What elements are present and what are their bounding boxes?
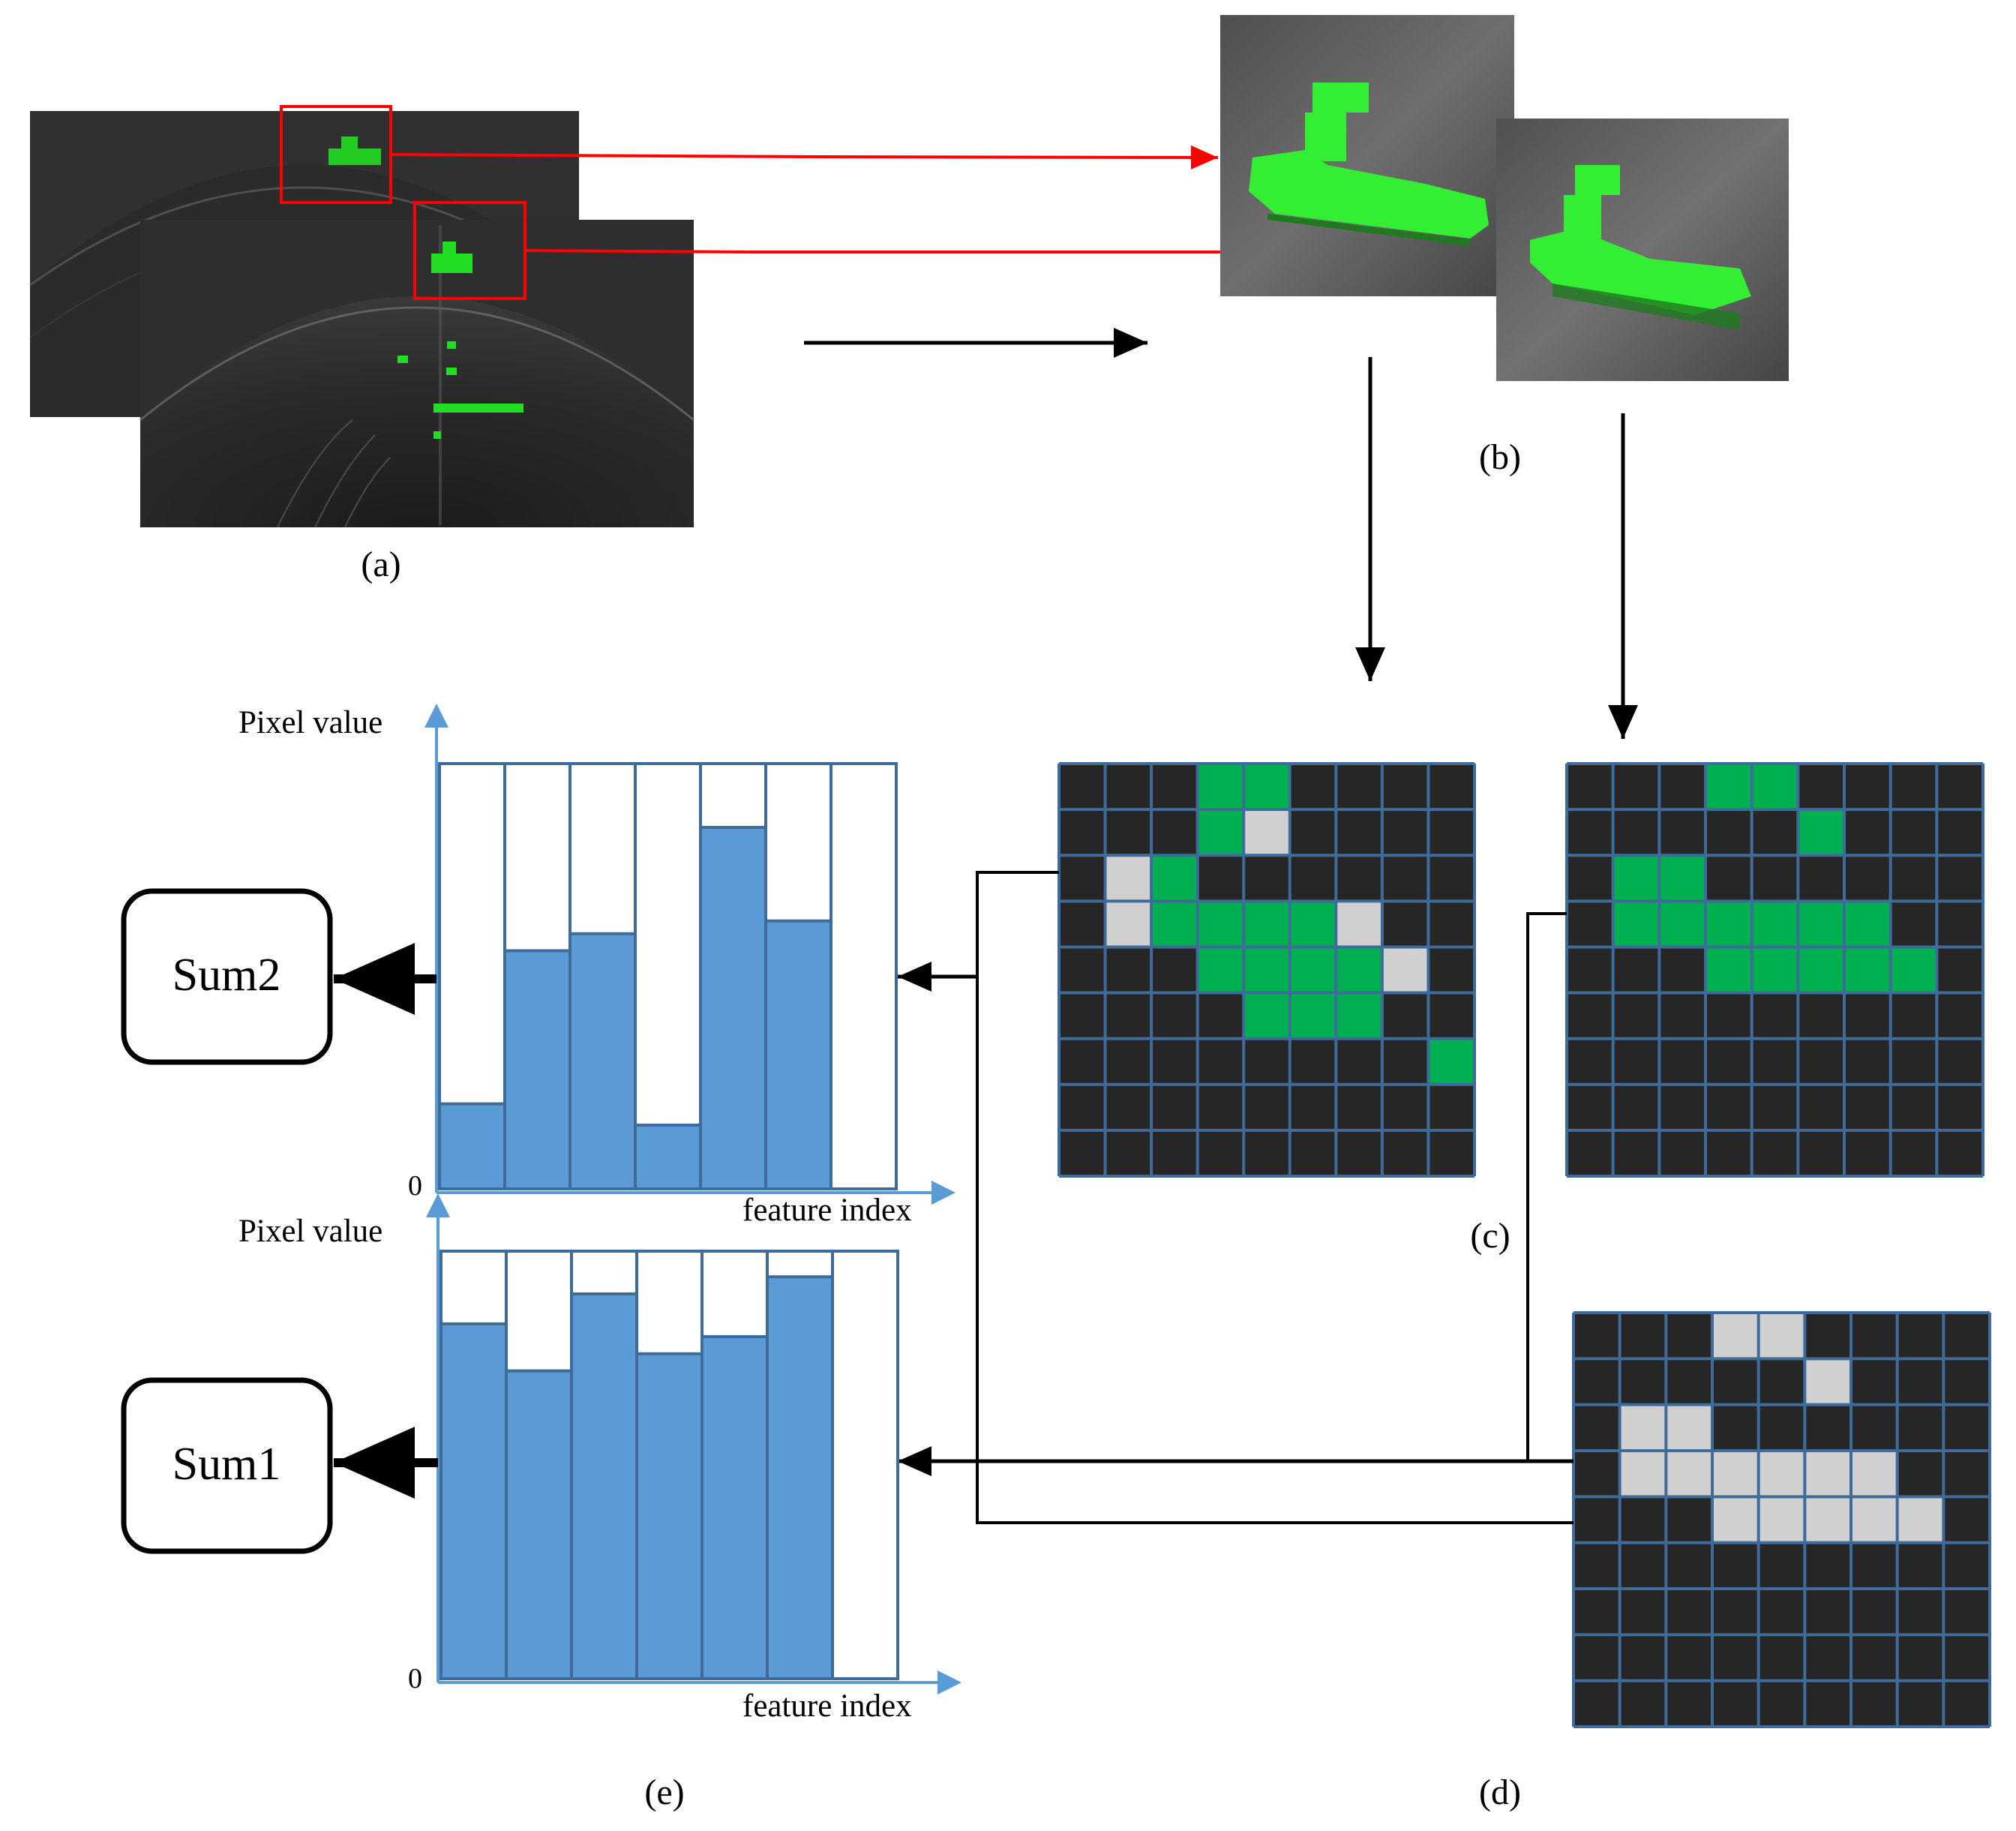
feature-cell <box>1151 901 1198 947</box>
histogram-bottom: Pixel value feature index 0 ... Sum1 <box>121 1193 962 1724</box>
gray-cell <box>1712 1313 1759 1359</box>
bar <box>505 1369 573 1680</box>
feature-cell <box>1244 764 1290 810</box>
feature-cell <box>1659 855 1706 902</box>
feature-cell <box>1844 947 1891 993</box>
connector-c2-to-d <box>1526 912 1567 1461</box>
feature-cell <box>1244 901 1290 947</box>
feature-cell <box>1197 947 1244 993</box>
gray-cell <box>1619 1404 1666 1451</box>
feature-cell <box>1751 947 1798 993</box>
feature-cell <box>1798 947 1844 993</box>
bar-slot <box>634 762 702 1190</box>
caption-c: (c) <box>1470 1216 1510 1256</box>
feature-grid-c1 <box>1058 762 1476 1178</box>
gray-cell <box>1105 855 1152 902</box>
bar <box>634 1123 702 1190</box>
bar-slot <box>830 762 898 1190</box>
sum-label: Sum2 <box>172 950 281 1001</box>
feature-cell <box>1197 809 1244 856</box>
bar <box>699 826 767 1191</box>
histogram-top: Pixel value feature index 0 ... Sum2 <box>121 704 956 1228</box>
feature-cell <box>1798 901 1844 947</box>
crop-image-front <box>1496 119 1789 381</box>
bar <box>635 1352 704 1681</box>
crop-image-back <box>1220 15 1514 296</box>
y-axis-label: Pixel value <box>238 705 382 740</box>
gray-cell <box>1758 1313 1805 1359</box>
feature-cell <box>1336 947 1382 993</box>
feature-cell <box>1798 809 1844 856</box>
bar <box>700 1335 769 1680</box>
feature-cell <box>1890 947 1937 993</box>
gray-cell <box>1851 1496 1898 1543</box>
gray-cell <box>1804 1496 1851 1543</box>
feature-cell <box>1706 764 1752 810</box>
sonar-frame-front <box>140 220 694 528</box>
feature-cell <box>1336 992 1382 1039</box>
feature-grid-d <box>1572 1311 1991 1728</box>
bar <box>764 919 832 1191</box>
feature-cell <box>1706 947 1752 993</box>
feature-cell <box>1197 901 1244 947</box>
gray-cell <box>1336 901 1382 947</box>
panel-a-sonar-images <box>29 105 694 528</box>
caption-b: (b) <box>1479 437 1521 477</box>
bar <box>570 1292 638 1680</box>
feature-cell <box>1612 901 1660 947</box>
feature-cell <box>1428 1038 1474 1085</box>
gray-cell <box>1712 1496 1759 1543</box>
sum-box: Sum1 <box>121 1377 333 1554</box>
bar <box>503 949 572 1190</box>
feature-grid-c2 <box>1565 762 1984 1178</box>
bar <box>568 932 637 1191</box>
x-axis-label: feature index <box>742 1688 912 1724</box>
feature-cell <box>1751 901 1798 947</box>
gray-cell <box>1758 1451 1805 1497</box>
feature-cell <box>1612 855 1660 902</box>
gray-cell <box>1804 1451 1851 1497</box>
feature-cell <box>1289 901 1336 947</box>
gray-cell <box>1666 1404 1712 1451</box>
feature-cell <box>1289 992 1336 1039</box>
gray-cell <box>1619 1451 1666 1497</box>
gray-cell <box>1244 809 1290 856</box>
bar <box>438 1102 506 1190</box>
caption-e: (e) <box>644 1772 684 1812</box>
feature-cell <box>1197 764 1244 810</box>
bar <box>440 1322 508 1681</box>
feature-cell <box>1244 992 1290 1039</box>
feature-cell <box>1289 947 1336 993</box>
panel-b-cropped-rois <box>1220 15 1789 381</box>
roi-arrow-back <box>390 145 1219 170</box>
feature-cell <box>1706 901 1752 947</box>
feature-cell <box>1659 901 1706 947</box>
gray-cell <box>1897 1496 1944 1543</box>
feature-cell <box>1751 764 1798 810</box>
sum-box: Sum2 <box>121 888 333 1065</box>
gray-cell <box>1105 901 1152 947</box>
sum-label: Sum1 <box>172 1439 281 1490</box>
gray-cell <box>1382 947 1429 993</box>
origin-label: 0 <box>408 1170 422 1202</box>
gray-cell <box>1851 1451 1898 1497</box>
origin-label: 0 <box>408 1663 422 1694</box>
y-axis-label: Pixel value <box>238 1214 382 1249</box>
feature-cell <box>1244 947 1290 993</box>
bars <box>438 762 898 1191</box>
gray-cell <box>1712 1451 1759 1497</box>
bar-slot <box>831 1250 899 1680</box>
bar <box>766 1275 834 1680</box>
x-axis-label: feature index <box>742 1193 912 1228</box>
caption-d: (d) <box>1479 1772 1521 1812</box>
caption-a: (a) <box>361 545 400 584</box>
gray-cell <box>1804 1358 1851 1405</box>
connector-c1-to-top-hist <box>976 871 1574 1524</box>
gray-cell <box>1666 1451 1712 1497</box>
gray-cell <box>1758 1496 1805 1543</box>
bars <box>440 1250 899 1681</box>
feature-cell <box>1844 901 1891 947</box>
feature-cell <box>1151 855 1198 902</box>
